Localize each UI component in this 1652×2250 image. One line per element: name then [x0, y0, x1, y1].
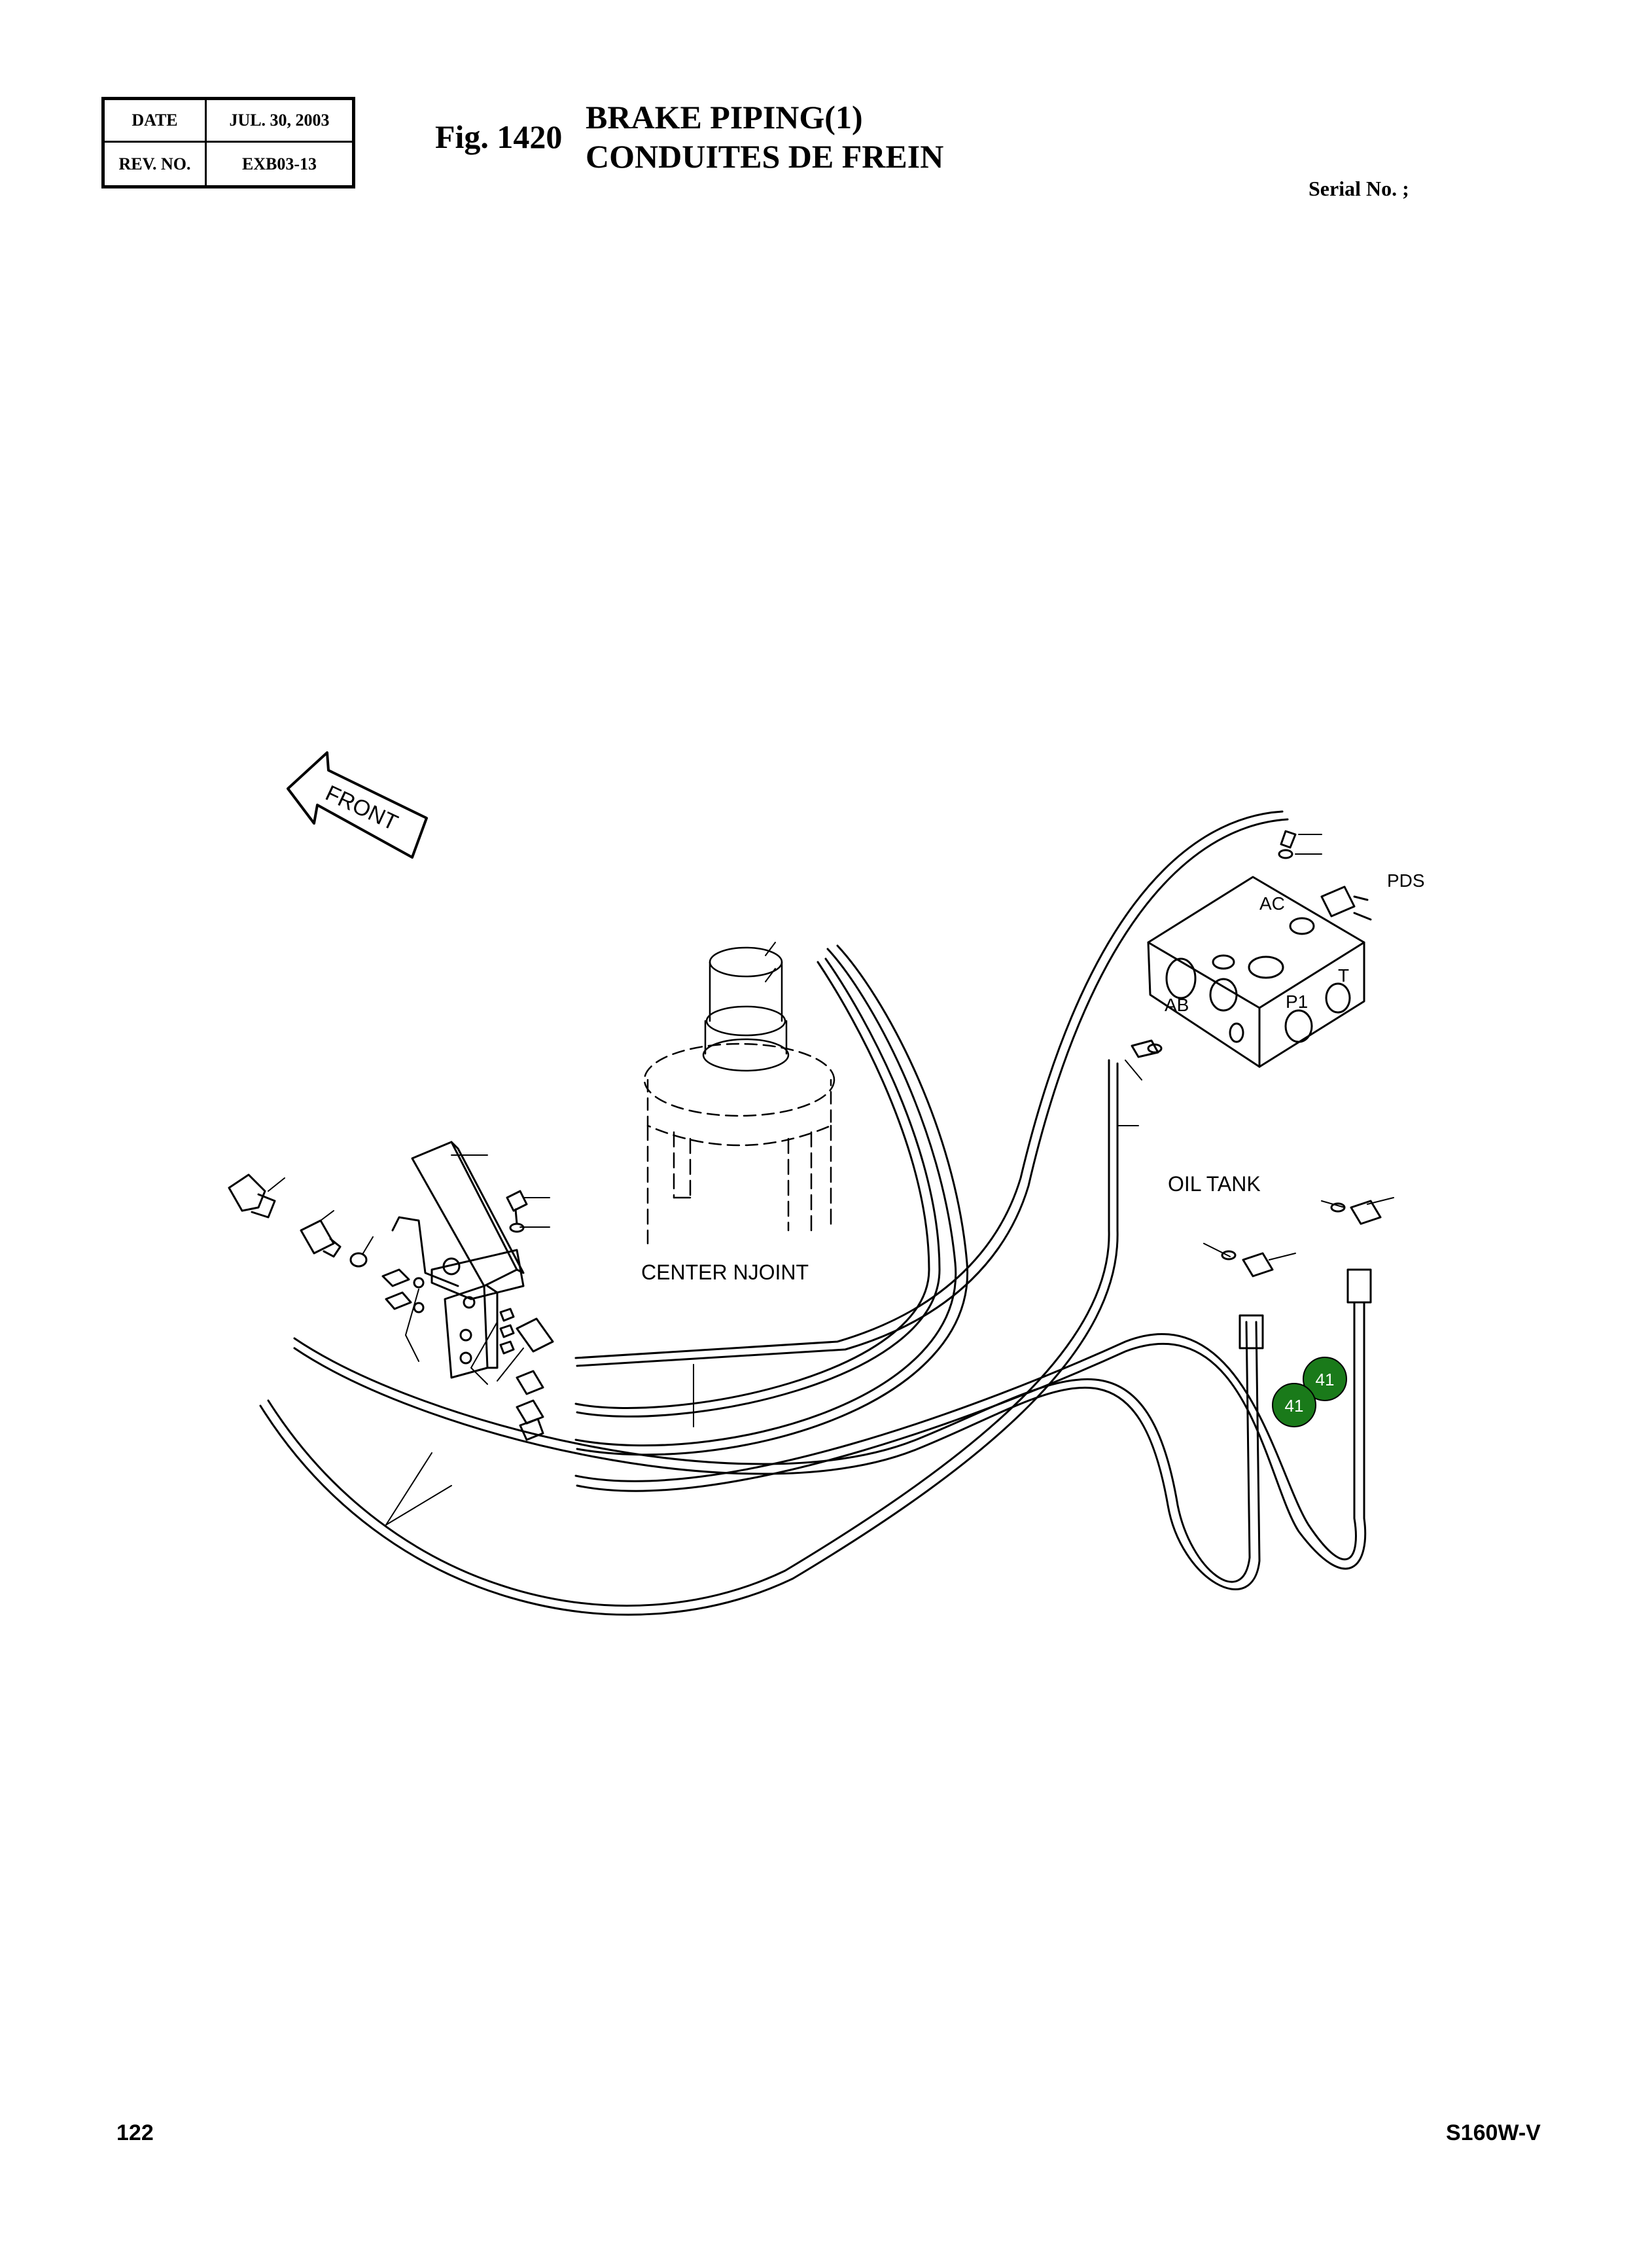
callout-41-b[interactable]: 41	[1272, 1383, 1316, 1427]
port-label-p1: P1	[1286, 991, 1308, 1012]
figure-title-fr: CONDUITES DE FREIN	[586, 138, 944, 175]
leader-lines	[268, 834, 1394, 1526]
brake-valve-block	[1147, 830, 1372, 1068]
center-joint-label: CENTER NJOINT	[641, 1260, 809, 1284]
rev-label: REV. NO.	[118, 154, 191, 173]
table-divider-vertical	[205, 100, 207, 185]
port-label-ab: AB	[1165, 995, 1189, 1015]
port-label-pds: PDS	[1387, 870, 1425, 891]
port-label-ac: AC	[1259, 893, 1285, 914]
rev-value: EXB03-13	[241, 154, 317, 173]
model-name: S160W-V	[1446, 2120, 1541, 2145]
callout-label: 41	[1285, 1396, 1304, 1416]
callout-circle	[1303, 1357, 1347, 1401]
table-divider-horizontal	[105, 141, 352, 143]
date-label: DATE	[132, 111, 178, 130]
port-label-t: T	[1338, 965, 1349, 986]
callout-41-a[interactable]: 41	[1303, 1357, 1347, 1401]
front-arrow	[287, 751, 428, 859]
header-table: DATE JUL. 30, 2003 REV. NO. EXB03-13	[101, 97, 355, 188]
hoses	[259, 810, 1372, 1616]
oil-tank-label: OIL TANK	[1168, 1172, 1261, 1196]
figure-number: Fig. 1420	[435, 118, 563, 155]
serial-number: Serial No. ;	[1309, 177, 1409, 200]
date-value: JUL. 30, 2003	[229, 111, 330, 130]
figure-title-en: BRAKE PIPING(1)	[586, 99, 863, 135]
center-joint	[643, 946, 835, 1245]
page-number: 122	[116, 2120, 154, 2145]
callout-label: 41	[1316, 1370, 1335, 1389]
oil-tank-fittings	[1131, 1039, 1382, 1277]
brake-pedal-valve	[228, 1141, 554, 1441]
front-arrow-label: FRONT	[322, 781, 402, 836]
callout-circle	[1272, 1383, 1316, 1427]
